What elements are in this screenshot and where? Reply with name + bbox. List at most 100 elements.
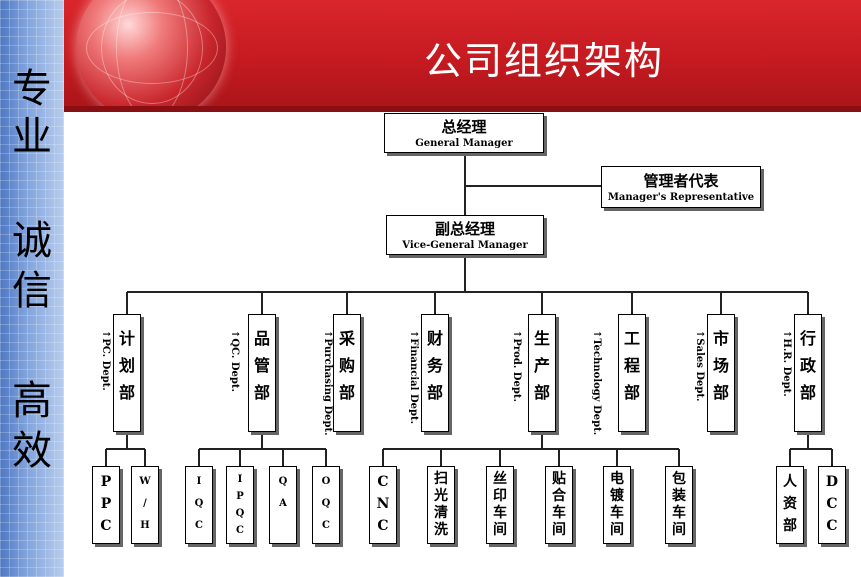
dept-name-char: 场 xyxy=(712,356,729,375)
sub-unit-char: Q xyxy=(194,498,204,509)
dept-english-label: ↑PC. Dept. xyxy=(100,330,111,391)
dept-name-char: 生 xyxy=(533,329,550,348)
sub-unit-char: 扫 xyxy=(434,471,448,487)
sub-unit-char: 车 xyxy=(610,505,624,521)
sub-unit-char: C xyxy=(377,518,389,534)
sub-unit-char: C xyxy=(826,518,838,534)
sub-unit-box: 电镀车间 xyxy=(603,466,631,544)
dept-name-char: 部 xyxy=(426,383,443,402)
sub-unit-char: 车 xyxy=(672,505,686,521)
sub-unit-char: 间 xyxy=(552,522,566,538)
dept-name-char: 部 xyxy=(623,383,640,402)
dept-name-char: 部 xyxy=(118,383,135,402)
vgm-label-en: Vice-General Manager xyxy=(402,240,528,251)
dept-box-sales: 市场部 xyxy=(707,314,735,432)
dept-name-char: 部 xyxy=(712,383,729,402)
sidebar-word: 高 xyxy=(12,378,52,424)
dept-english-label: ↑Financial Dept. xyxy=(408,330,419,425)
dept-name-char: 市 xyxy=(712,329,729,348)
dept-name-char: 采 xyxy=(338,329,355,348)
globe-icon xyxy=(76,0,226,112)
sub-unit-char: 间 xyxy=(610,522,624,538)
sub-unit-char: Q xyxy=(278,476,288,487)
rep-label-cn: 管理者代表 xyxy=(643,172,719,190)
dept-box-prod: 生产部 xyxy=(528,314,556,432)
dept-name-char: 部 xyxy=(338,383,355,402)
sub-unit-char: I xyxy=(196,476,202,487)
sub-unit-char: 部 xyxy=(783,518,797,534)
sub-unit-char: 装 xyxy=(672,488,686,504)
sub-unit-char: D xyxy=(825,474,839,490)
sub-unit-char: H xyxy=(140,520,150,531)
dept-name-char: 部 xyxy=(253,383,270,402)
sub-unit-char: C xyxy=(826,496,838,512)
sub-unit-box: 贴合车间 xyxy=(545,466,573,544)
sidebar-word: 诚 xyxy=(12,218,52,264)
sub-unit-box: 人资部 xyxy=(776,466,804,544)
sub-unit-char: P xyxy=(236,491,244,502)
sidebar-word: 业 xyxy=(12,114,52,160)
sub-unit-char: W xyxy=(139,476,151,487)
dept-name-char: 划 xyxy=(118,356,135,375)
dept-name-char: 务 xyxy=(426,356,443,375)
dept-english-label: ↑H.R. Dept. xyxy=(781,330,792,397)
sub-unit-box: 包装车间 xyxy=(665,466,693,544)
vgm-label-cn: 副总经理 xyxy=(434,220,495,238)
sub-unit-char: I xyxy=(237,474,243,485)
sidebar-word: 效 xyxy=(12,428,52,474)
dept-english-label: ↑Purchasing Dept. xyxy=(322,330,333,436)
dept-box-hr: 行政部 xyxy=(794,314,822,432)
sub-unit-char: 间 xyxy=(672,522,686,538)
sub-unit-char: 洗 xyxy=(434,522,448,538)
sub-unit-char: Q xyxy=(321,498,331,509)
vgm-box: 副总经理 Vice-General Manager xyxy=(386,215,544,255)
sub-unit-char: 间 xyxy=(493,522,507,538)
slide-title: 公司组织架构 xyxy=(423,39,664,83)
sub-unit-char: / xyxy=(143,498,147,509)
sub-unit-char: 人 xyxy=(783,474,797,490)
gm-label-cn: 总经理 xyxy=(441,118,487,136)
sub-unit-char: N xyxy=(376,496,390,512)
sidebar-panel: 专 业 诚 信 高 效 xyxy=(0,0,64,577)
sub-unit-char: 清 xyxy=(434,505,448,521)
dept-name-char: 程 xyxy=(623,356,640,375)
sub-unit-char: 印 xyxy=(493,488,507,504)
dept-box-qc: 品管部 xyxy=(248,314,276,432)
sub-unit-char: 车 xyxy=(493,505,507,521)
sub-unit-char: Q xyxy=(235,508,245,519)
dept-name-char: 政 xyxy=(799,356,816,375)
sub-unit-box: 丝印车间 xyxy=(486,466,514,544)
sub-unit-char: 光 xyxy=(434,488,448,504)
sub-unit-char: 资 xyxy=(783,496,797,512)
sub-unit-char: C xyxy=(322,520,330,531)
dept-english-label: ↑Sales Dept. xyxy=(694,330,705,402)
sidebar-word: 信 xyxy=(12,268,52,314)
sub-unit-char: 丝 xyxy=(493,471,507,487)
dept-english-label: ↑Prod. Dept. xyxy=(511,330,522,402)
sub-unit-char: A xyxy=(279,498,287,509)
dept-name-char: 财 xyxy=(426,329,443,348)
dept-name-char: 品 xyxy=(253,329,270,348)
sub-unit-box: 扫光清洗 xyxy=(427,466,455,544)
sub-unit-char: 车 xyxy=(552,505,566,521)
dept-name-char: 部 xyxy=(533,383,550,402)
dept-name-char: 管 xyxy=(253,356,270,375)
dept-english-label: ↑Technology Dept. xyxy=(591,330,602,436)
dept-name-char: 购 xyxy=(338,356,355,375)
sub-unit-char: 镀 xyxy=(610,488,624,504)
dept-box-pc: 计划部 xyxy=(113,314,141,432)
rep-label-en: Manager's Representative xyxy=(607,192,755,203)
sub-unit-char: 电 xyxy=(610,471,624,487)
gm-label-en: General Manager xyxy=(415,138,513,149)
gm-box: 总经理 General Manager xyxy=(384,113,544,153)
sub-unit-char: 贴 xyxy=(552,471,566,487)
dept-name-char: 计 xyxy=(118,329,135,348)
dept-box-tech: 工程部 xyxy=(618,314,646,432)
slide-header: 公司组织架构 xyxy=(64,0,861,112)
sub-unit-char: C xyxy=(195,520,203,531)
